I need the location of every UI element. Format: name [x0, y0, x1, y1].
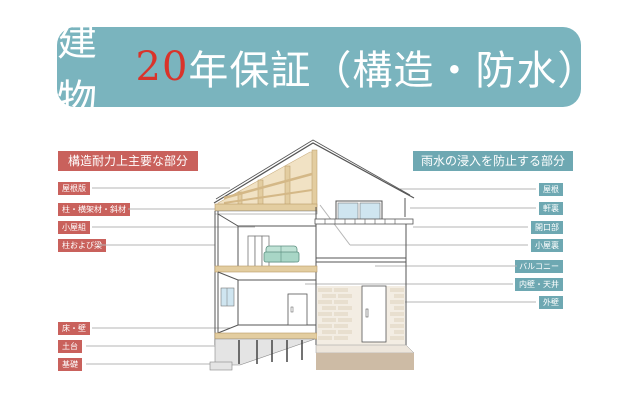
label-sill: 土台	[58, 340, 82, 353]
entrance-base	[316, 353, 414, 370]
title-text-before: 建物	[57, 19, 98, 123]
roof-truss	[217, 151, 315, 208]
label-eaves: 軒裏	[539, 202, 563, 215]
structural-parts-heading: 構造耐力上主要な部分	[58, 151, 199, 171]
roof-beam	[214, 203, 318, 212]
balcony-rail	[314, 218, 414, 225]
label-floor-wall: 床・壁	[58, 322, 90, 335]
label-columns-beams-braces: 柱・横架材・斜材	[58, 203, 130, 216]
title-accent-number: 20	[135, 44, 189, 90]
title-text-after: 年保証（構造・防水）	[188, 48, 599, 94]
entrance-door	[361, 285, 387, 343]
leader-lines	[86, 187, 536, 365]
roof-outline	[213, 142, 415, 204]
label-attic: 小屋裏	[531, 239, 563, 252]
label-interior-wall-ceiling: 内壁・天井	[515, 278, 563, 291]
sofa-icon	[263, 245, 300, 263]
sill-floor	[214, 332, 318, 340]
label-roof: 屋根	[539, 183, 563, 196]
waterproof-parts-heading: 雨水の浸入を防止する部分	[413, 151, 574, 171]
label-roof-slab: 屋根版	[58, 182, 90, 195]
second-floor-joist	[214, 265, 318, 273]
label-columns-and-beams: 柱および梁	[58, 239, 106, 252]
label-exterior-wall: 外壁	[539, 296, 563, 309]
window-1f-left	[220, 287, 235, 307]
label-roof-framing: 小屋組	[58, 221, 90, 234]
label-balcony: バルコニー	[515, 260, 563, 273]
entrance-step	[315, 344, 415, 354]
label-openings: 開口部	[531, 221, 563, 234]
window-2f-balcony-right	[359, 202, 381, 221]
window-2f-balcony-left	[337, 202, 359, 221]
label-foundation: 基礎	[58, 358, 82, 371]
door-1f-interior	[287, 293, 308, 326]
floor-posts	[238, 340, 303, 364]
foundation	[214, 338, 316, 366]
